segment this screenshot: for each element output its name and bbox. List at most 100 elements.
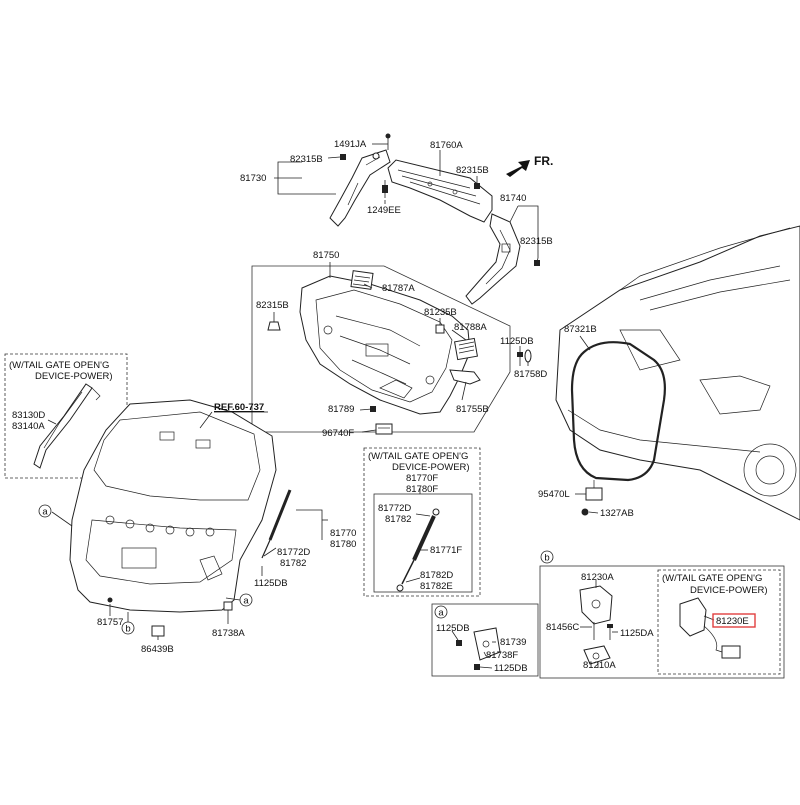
part-81230A-latch[interactable] (579, 585, 613, 625)
label-81456C[interactable]: 81456C (546, 622, 579, 633)
label-81780F[interactable]: 81780F (406, 484, 438, 495)
label-1125DB-box-a-1[interactable]: 1125DB (436, 623, 470, 634)
part-81740-right-pillar-trim[interactable] (465, 213, 521, 305)
label-1327AB[interactable]: 1327AB (600, 508, 634, 519)
part-81230E-power-latch[interactable] (679, 597, 741, 659)
label-87321B[interactable]: 87321B (564, 324, 597, 335)
part-96740F-module[interactable] (375, 423, 393, 435)
part-81730-left-pillar-trim[interactable] (329, 149, 391, 227)
label-81230E[interactable]: 81230E (716, 616, 749, 627)
label-83130D[interactable]: 83130D (12, 410, 45, 421)
label-1125DA[interactable]: 1125DA (620, 628, 654, 639)
part-81770-gas-strut[interactable] (261, 489, 292, 559)
label-1491JA[interactable]: 1491JA (334, 139, 367, 150)
label-81739[interactable]: 81739 (500, 637, 526, 648)
label-82315B-top[interactable]: 82315B (290, 154, 323, 165)
label-81772D-box[interactable]: 81772D (378, 503, 411, 514)
label-81235B[interactable]: 81235B (424, 307, 457, 318)
label-81740[interactable]: 81740 (500, 193, 526, 204)
label-81770F[interactable]: 81770F (406, 473, 438, 484)
callout-a-left[interactable]: a (38, 504, 52, 518)
label-81758D[interactable]: 81758D (514, 369, 547, 380)
label-81760A[interactable]: 81760A (430, 140, 463, 151)
svg-text:b: b (544, 553, 549, 564)
label-81789[interactable]: 81789 (328, 404, 354, 415)
label-1125DB-box-a-2[interactable]: 1125DB (494, 663, 528, 674)
reference-label[interactable]: REF.60-737 (214, 402, 264, 413)
clip-82315B-right[interactable] (534, 260, 540, 266)
label-81755B[interactable]: 81755B (456, 404, 489, 415)
bolt-81757[interactable] (107, 597, 113, 613)
label-81750[interactable]: 81750 (313, 250, 339, 261)
label-81787A[interactable]: 81787A (382, 283, 415, 294)
label-81782D[interactable]: 81782D (420, 570, 453, 581)
part-81755B-handle[interactable] (449, 369, 481, 385)
detail-box-b (539, 565, 785, 679)
clip-82315B-top[interactable] (340, 154, 346, 160)
label-82315B-left[interactable]: 82315B (256, 300, 289, 311)
label-81780[interactable]: 81780 (330, 539, 356, 550)
label-86439B[interactable]: 86439B (141, 644, 174, 655)
part-81739-hinge[interactable] (473, 627, 501, 661)
part-81771F-power-strut[interactable] (396, 508, 440, 592)
label-81730[interactable]: 81730 (240, 173, 266, 184)
svg-text:b: b (125, 624, 130, 635)
bolt-1125DB-box-a-lower[interactable] (474, 664, 480, 670)
part-81788A-grille[interactable] (454, 337, 478, 361)
power-gate-option-box-left (4, 353, 128, 479)
label-81210A[interactable]: 81210A (583, 660, 616, 671)
label-1125DB-strut[interactable]: 1125DB (254, 578, 288, 589)
note-right-line1: (W/TAIL GATE OPEN'G (662, 573, 762, 584)
part-81789-clip[interactable] (370, 406, 376, 412)
part-86439B-emblem[interactable] (151, 625, 165, 637)
callout-a-right[interactable]: a (239, 593, 253, 607)
part-81787A-grille[interactable] (350, 270, 374, 290)
part-87321B-weatherstrip[interactable] (570, 341, 666, 482)
detail-box-a (431, 603, 539, 677)
tailgate-panel[interactable] (69, 399, 277, 613)
bolt-1125DA[interactable] (607, 624, 613, 640)
label-1249EE[interactable]: 1249EE (367, 205, 401, 216)
label-95470L[interactable]: 95470L (538, 489, 570, 500)
clip-1249EE[interactable] (382, 180, 388, 198)
bolt-1125DB-upper[interactable] (517, 352, 523, 366)
label-1125DB-upper[interactable]: 1125DB (500, 336, 534, 347)
label-81738F[interactable]: 81738F (486, 650, 518, 661)
part-83130D-83140A-pinch-strip[interactable] (33, 383, 101, 469)
part-81738A-stopper[interactable] (223, 601, 233, 611)
clip-82315B-mid[interactable] (474, 183, 480, 189)
clip-82315B-left[interactable] (267, 321, 281, 331)
label-81757[interactable]: 81757 (97, 617, 123, 628)
note-mid-line1: (W/TAIL GATE OPEN'G (368, 451, 468, 462)
label-81782[interactable]: 81782 (280, 558, 306, 569)
part-81758D-damper[interactable] (524, 349, 532, 363)
label-81772D[interactable]: 81772D (277, 547, 310, 558)
part-81760A-upper-trim[interactable] (387, 159, 493, 223)
label-81770[interactable]: 81770 (330, 528, 356, 539)
label-82315B-mid[interactable]: 82315B (456, 165, 489, 176)
bolt-1327AB[interactable] (581, 508, 589, 516)
label-81230A[interactable]: 81230A (581, 572, 614, 583)
label-81771F[interactable]: 81771F (430, 545, 462, 556)
label-81782E[interactable]: 81782E (420, 581, 453, 592)
clip-1491JA[interactable] (385, 133, 391, 151)
note-left-line2: DEVICE-POWER) (35, 371, 113, 382)
part-95470L-sensor[interactable] (585, 480, 603, 501)
label-83140A[interactable]: 83140A (12, 421, 45, 432)
callout-b-tailgate[interactable]: b (121, 621, 135, 635)
note-left-line1: (W/TAIL GATE OPEN'G (9, 360, 109, 371)
part-81235B-bracket[interactable] (435, 324, 445, 334)
label-96740F[interactable]: 96740F (322, 428, 354, 439)
part-81750-lower-trim[interactable] (299, 275, 471, 415)
label-81738A[interactable]: 81738A (212, 628, 245, 639)
svg-text:a: a (243, 596, 249, 607)
bolt-1125DB-box-a-upper[interactable] (456, 640, 462, 646)
front-direction-label: FR. (534, 154, 553, 168)
label-81782-box[interactable]: 81782 (385, 514, 411, 525)
label-81788A[interactable]: 81788A (454, 322, 487, 333)
callout-a-box-header: a (434, 605, 448, 619)
part-81210A-striker[interactable] (583, 645, 611, 665)
label-82315B-right[interactable]: 82315B (520, 236, 553, 247)
